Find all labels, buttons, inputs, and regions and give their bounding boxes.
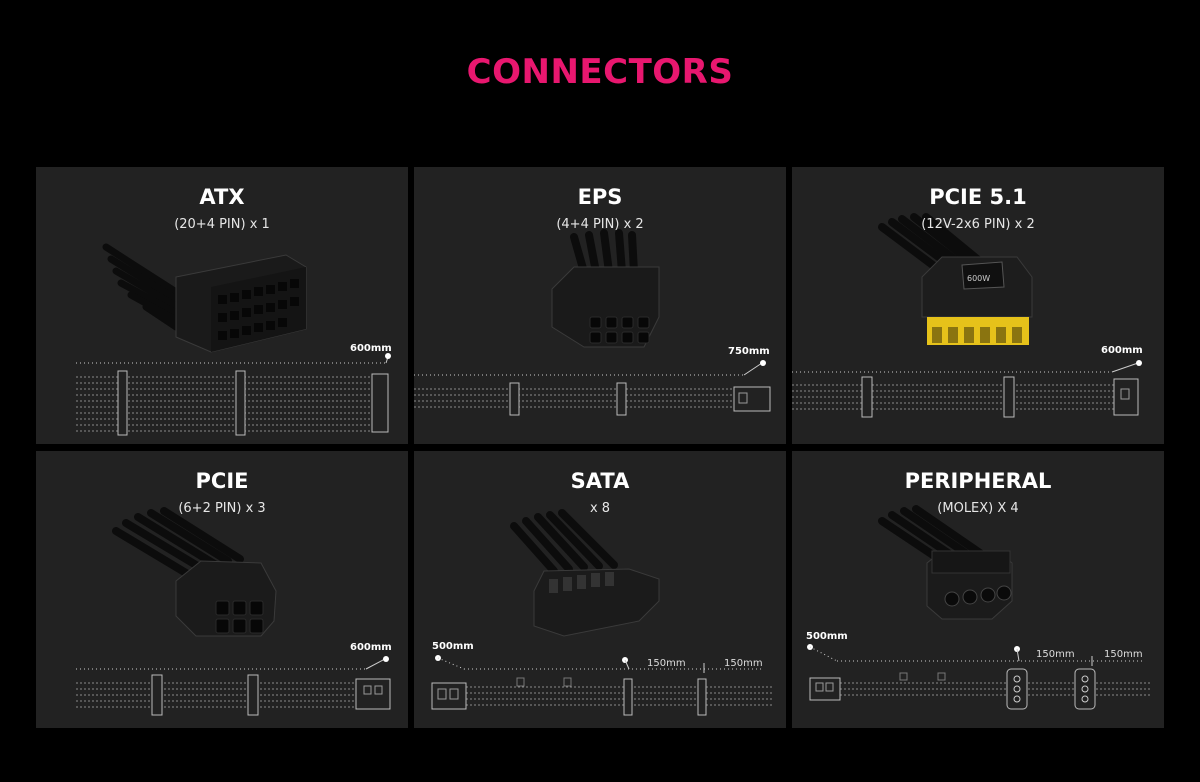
atx-cable-illustration [76,243,391,436]
sata-length-label-layer: 500mm 150mm 150mm [432,641,763,669]
connector-card-pcie51: 600W PCIE 5.1 (12V-2x6 PIN) x 2 600mm [792,167,1164,444]
connector-card-eps: EPS (4+4 PIN) x 2 750mm [414,167,786,444]
card-title: SATA [570,469,630,493]
cable-length-label: 600mm [350,642,392,653]
sata-cable-illustration [431,509,774,716]
cable-length-label: 150mm [1036,649,1075,660]
connector-print: 600W [967,274,990,283]
peripheral-length-label-layer: 500mm 150mm 150mm [806,631,1143,660]
atx-length-label-layer: 600mm [350,343,392,354]
cable-length-label: 500mm [806,631,848,642]
card-title: PCIE [195,469,249,493]
card-subtitle: (20+4 PIN) x 1 [174,217,270,232]
cable-length-label: 500mm [432,641,474,652]
cable-length-label: 600mm [1101,345,1143,356]
eps-cable-illustration [414,229,771,416]
eps-length-label-layer: 750mm [728,346,770,357]
card-title: ATX [199,185,245,209]
connector-card-atx: ATX (20+4 PIN) x 1 600mm [36,167,408,444]
cable-length-label: 600mm [350,343,392,354]
cable-length-label: 150mm [724,658,763,669]
card-subtitle: (4+4 PIN) x 2 [556,217,644,232]
connector-card-pcie: PCIE (6+2 PIN) x 3 600mm [36,451,408,728]
card-subtitle: (12V-2x6 PIN) x 2 [921,217,1035,232]
page-title: CONNECTORS [466,52,734,92]
pcie-length-label-layer: 600mm [350,642,392,653]
pcie51-cable-illustration: 600W [792,213,1142,418]
pcie51-length-label-layer: 600mm [1101,345,1143,356]
card-title: PERIPHERAL [904,469,1052,493]
cable-length-label: 150mm [1104,649,1143,660]
cable-length-label: 150mm [647,658,686,669]
card-title: PCIE 5.1 [929,185,1027,209]
card-subtitle: (MOLEX) X 4 [937,501,1019,516]
card-subtitle: (6+2 PIN) x 3 [178,501,266,516]
cable-length-label: 750mm [728,346,770,357]
pcie-cable-illustration [76,507,391,716]
connector-card-peripheral: PERIPHERAL (MOLEX) X 4 500mm 150mm 150mm [792,451,1164,728]
connector-card-sata: SATA x 8 500mm 150mm 150mm [414,451,786,728]
card-subtitle: x 8 [589,501,611,516]
peripheral-cable-illustration [807,505,1152,710]
card-title: EPS [577,185,623,209]
